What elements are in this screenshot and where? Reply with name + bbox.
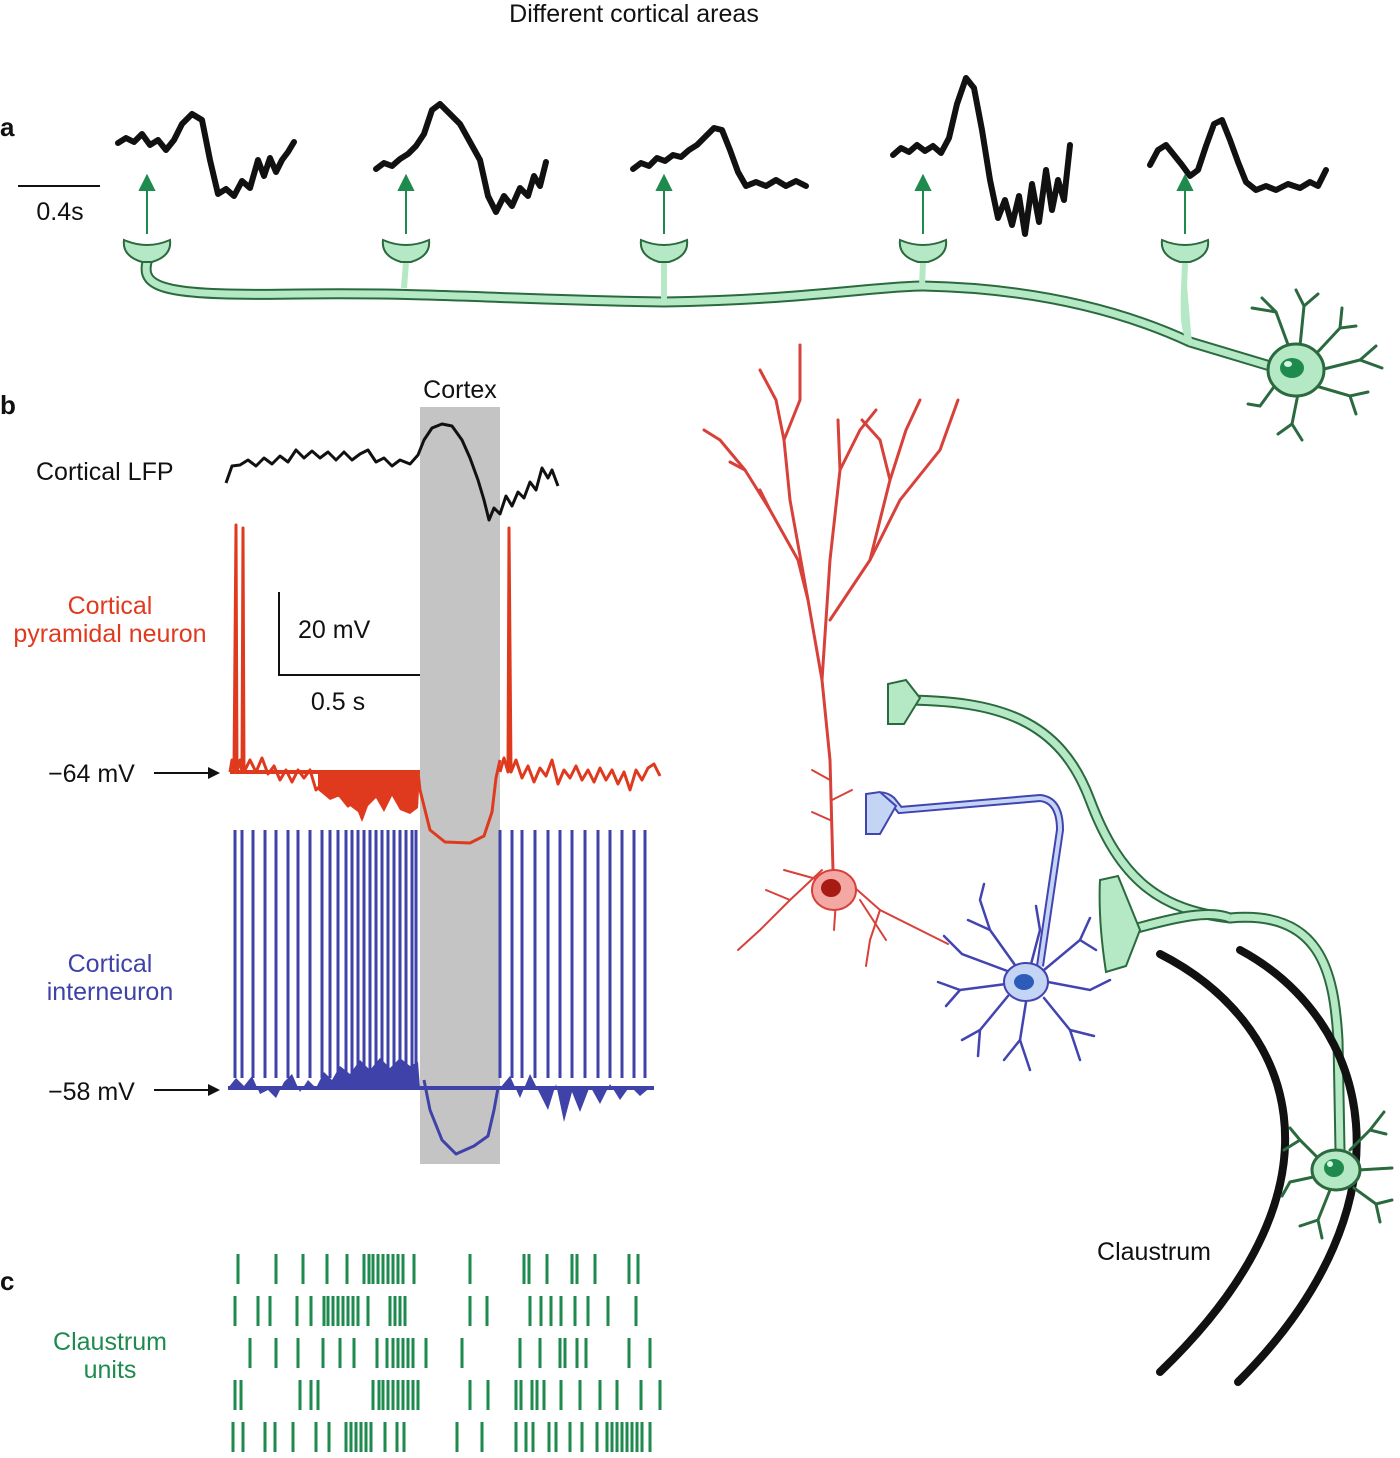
panel-label-c: c [0,1266,14,1296]
time-scale-label-a: 0.4s [36,198,83,226]
lfp-trace-area-4 [890,75,1073,237]
claustrum-units-label-line1: Claustrum [53,1328,167,1356]
time-scale-bar-a: 0.4s [18,185,100,226]
lfp-trace-area-3 [630,125,809,189]
cortex-label: Cortex [423,376,497,404]
axon-terminals [122,238,1210,263]
cortical-lfp-label: Cortical LFP [36,458,174,486]
vm-interneuron-label: −58 mV [48,1078,135,1106]
interneuron-label-line2: interneuron [47,978,173,1006]
figure-title: Different cortical areas [509,0,759,28]
cortical-lfp-trace [224,422,560,522]
lfp-trace-area-2 [373,101,549,215]
voltage-time-scale-bar: 20 mV 0.5 s [278,592,420,716]
claustrum-projection-axons [887,678,1346,1151]
interneuron-label-line1: Cortical [68,950,153,978]
claustrum-neuron-bottom [1280,1110,1394,1240]
cortex-shaded-region [420,407,500,1164]
panel-label-b: b [0,390,16,420]
vm-interneuron-marker: −58 mV [48,1078,220,1106]
claustrum-boundary [1156,946,1361,1386]
pyramidal-label-line1: Cortical [68,592,153,620]
vm-pyramidal-label: −64 mV [48,760,135,788]
pyramidal-neuron-drawing [702,343,960,967]
claustrum-neuron-top [1246,288,1384,442]
voltage-scale-label: 20 mV [298,616,371,644]
interneuron-drawing [865,790,1112,1072]
cortical-lfp-traces [115,75,1329,237]
projection-arrows [138,173,1194,234]
lfp-trace-area-5 [1147,117,1329,193]
pyramidal-membrane-trace [228,523,662,845]
vm-pyramidal-marker: −64 mV [48,760,220,788]
lfp-trace-area-1 [115,111,297,199]
interneuron-membrane-trace [228,830,654,1156]
pyramidal-label-line2: pyramidal neuron [13,620,206,648]
claustrum-units-label-line2: units [84,1356,137,1384]
claustrum-axon-tree [122,238,1296,378]
time-scale-label-b: 0.5 s [311,688,365,716]
claustrum-unit-raster [231,1254,662,1452]
panel-label-a: a [0,112,15,142]
claustrum-label: Claustrum [1097,1238,1211,1266]
